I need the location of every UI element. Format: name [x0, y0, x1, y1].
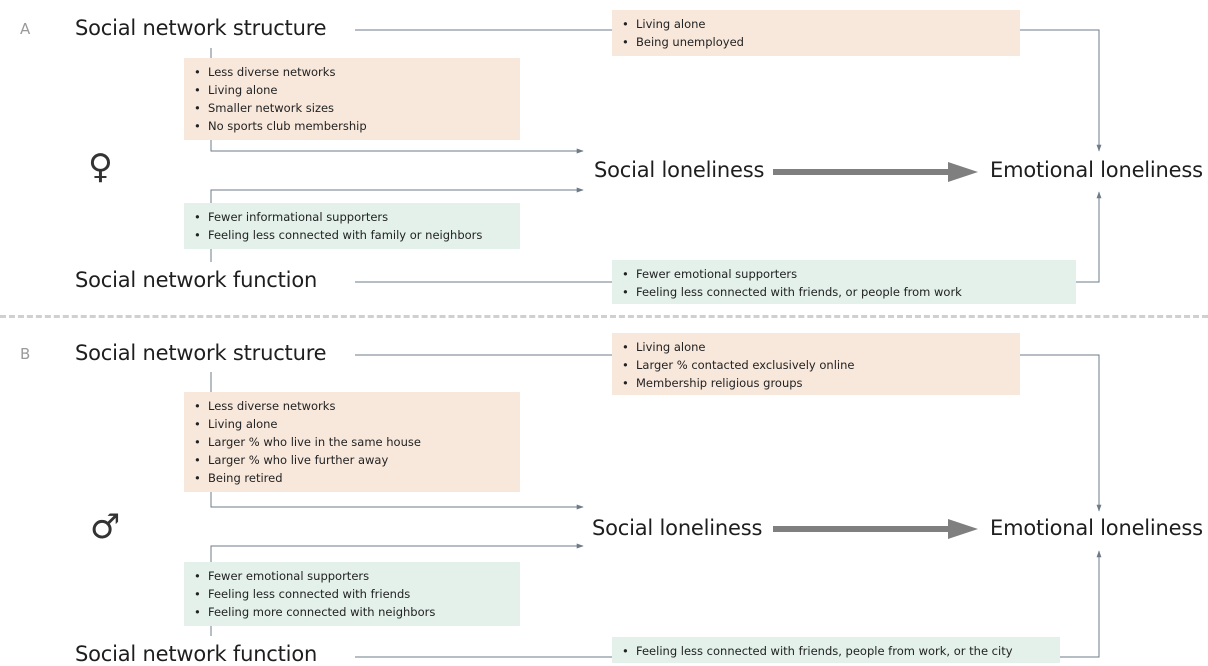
- a-function-emotional-item: Feeling less connected with friends, or …: [620, 283, 1068, 301]
- a-structure-emotional-box: Living alone Being unemployed: [612, 10, 1020, 56]
- b-structure-emotional-item: Larger % contacted exclusively online: [620, 356, 1012, 374]
- a-structure-social-item: Less diverse networks: [192, 63, 512, 81]
- a-social-to-emotional-arrow: [773, 162, 978, 182]
- b-structure-social-item: Larger % who live in the same house: [192, 433, 512, 451]
- b-function-social-item: Feeling more connected with neighbors: [192, 603, 512, 621]
- a-function-heading: Social network function: [75, 268, 318, 292]
- b-function-social-box: Fewer emotional supporters Feeling less …: [184, 562, 520, 626]
- panel-letter-b: B: [20, 345, 31, 363]
- a-function-social-item: Feeling less connected with family or ne…: [192, 226, 512, 244]
- panel-divider: [0, 315, 1208, 318]
- a-function-to-social-arrow: [210, 187, 584, 203]
- panel-letter-a: A: [20, 20, 31, 38]
- b-function-to-emotional-arrow: [1060, 550, 1102, 658]
- a-structure-to-emotional-arrow: [1020, 29, 1102, 152]
- a-function-to-emotional-arrow: [1076, 191, 1102, 283]
- b-structure-social-item: Living alone: [192, 415, 512, 433]
- a-social-loneliness-node: Social loneliness: [594, 158, 765, 182]
- b-structure-emotional-item: Membership religious groups: [620, 374, 1012, 392]
- a-function-social-item: Fewer informational supporters: [192, 208, 512, 226]
- a-function-emotional-item: Fewer emotional supporters: [620, 265, 1068, 283]
- a-function-social-box: Fewer informational supporters Feeling l…: [184, 203, 520, 249]
- a-emotional-loneliness-node: Emotional loneliness: [990, 158, 1203, 182]
- b-function-heading: Social network function: [75, 642, 318, 666]
- b-social-to-emotional-arrow: [773, 519, 978, 539]
- a-structure-heading: Social network structure: [75, 16, 327, 40]
- b-social-loneliness-node: Social loneliness: [592, 516, 763, 540]
- b-structure-to-emotional-arrow: [1020, 354, 1102, 512]
- b-structure-heading: Social network structure: [75, 341, 327, 365]
- b-structure-emotional-item: Living alone: [620, 338, 1012, 356]
- a-structure-social-item: No sports club membership: [192, 117, 512, 135]
- a-function-emotional-box: Fewer emotional supporters Feeling less …: [612, 260, 1076, 304]
- male-symbol: ♂: [90, 507, 121, 547]
- b-structure-social-item: Larger % who live further away: [192, 451, 512, 469]
- female-symbol: ♀: [88, 147, 113, 187]
- b-structure-to-social-arrow: [210, 492, 584, 510]
- a-structure-emotional-item: Being unemployed: [620, 33, 1012, 51]
- b-function-social-item: Fewer emotional supporters: [192, 567, 512, 585]
- a-structure-social-box: Less diverse networks Living alone Small…: [184, 58, 520, 140]
- b-structure-emotional-box: Living alone Larger % contacted exclusiv…: [612, 333, 1020, 395]
- b-function-emotional-item: Feeling less connected with friends, peo…: [620, 642, 1052, 660]
- b-function-social-item: Feeling less connected with friends: [192, 585, 512, 603]
- a-structure-social-item: Living alone: [192, 81, 512, 99]
- b-function-emotional-box: Feeling less connected with friends, peo…: [612, 637, 1060, 663]
- b-emotional-loneliness-node: Emotional loneliness: [990, 516, 1203, 540]
- b-function-to-social-arrow: [210, 543, 584, 562]
- b-structure-social-item: Being retired: [192, 469, 512, 487]
- a-structure-to-social-arrow: [210, 140, 584, 154]
- b-structure-social-item: Less diverse networks: [192, 397, 512, 415]
- a-structure-social-item: Smaller network sizes: [192, 99, 512, 117]
- b-structure-social-box: Less diverse networks Living alone Large…: [184, 392, 520, 492]
- a-structure-emotional-item: Living alone: [620, 15, 1012, 33]
